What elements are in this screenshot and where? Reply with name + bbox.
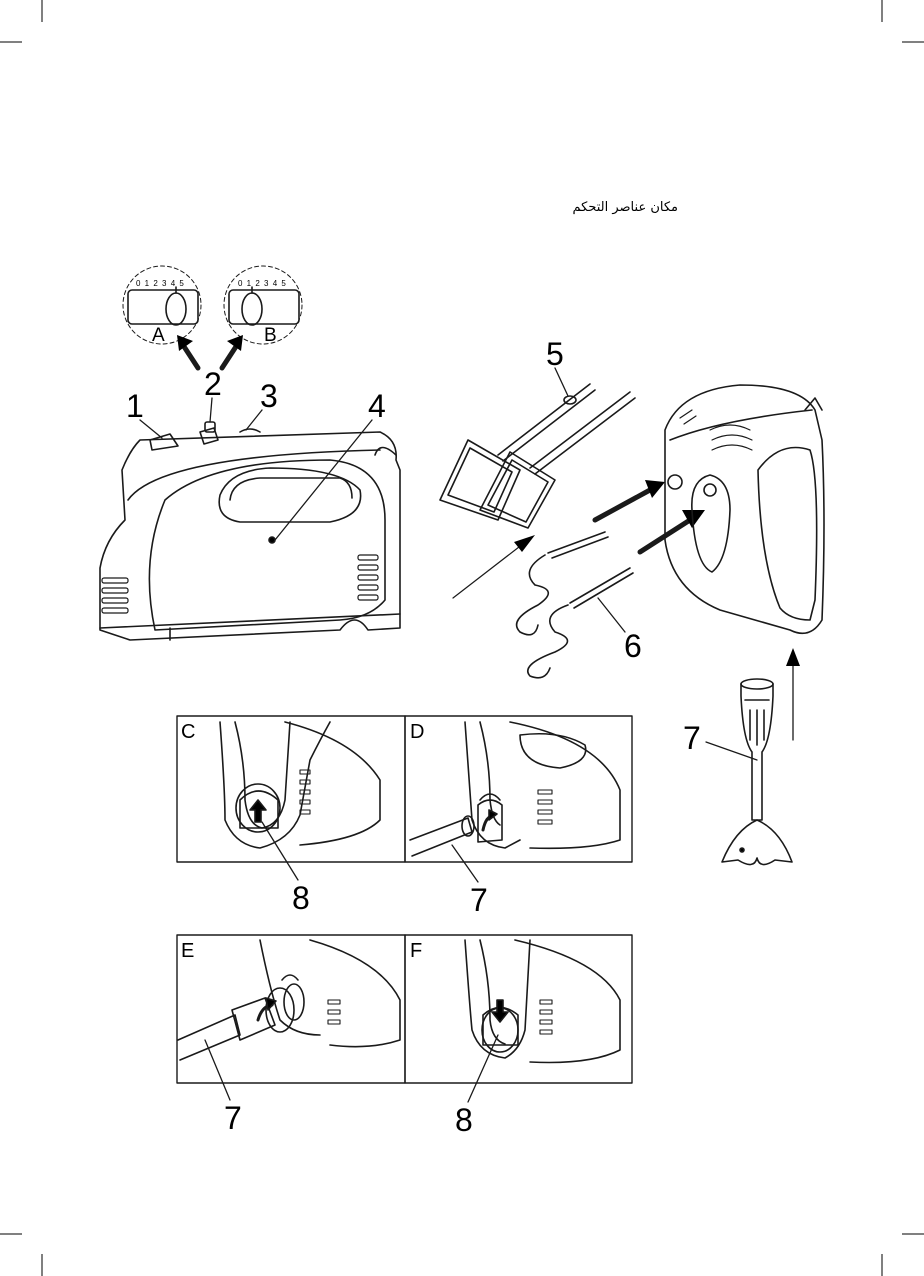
panel-e-art [178,940,400,1100]
callout-5: 5 [546,338,564,370]
dial-b-label: B [264,326,277,345]
callout-7: 7 [683,722,701,754]
panel-d-art [410,722,620,882]
dial-arrows [177,335,243,368]
dial-a-label: A [152,326,165,345]
panel-e-callout: 7 [224,1102,242,1134]
hand-mixer-upright [665,385,824,633]
speed-dial-b [224,266,302,344]
leader-lines [140,368,757,760]
hand-mixer-side [100,422,400,640]
panel-f-art [465,940,620,1102]
dough-hooks [517,532,633,678]
panel-d-label: D [410,722,424,742]
dial-a-scale: 0 1 2 3 4 5 [136,280,185,288]
panel-d-callout: 7 [470,884,488,916]
beaters [440,384,635,528]
panel-c-art [220,722,380,880]
dial-b-scale: 0 1 2 3 4 5 [238,280,287,288]
insert-arrows [595,480,705,552]
callout-3: 3 [260,380,278,412]
panel-e-label: E [181,941,194,961]
panel-frames [177,716,632,1083]
panel-f-label: F [410,941,422,961]
panel-c-callout: 8 [292,882,310,914]
panel-c-label: C [181,722,195,742]
callout-1: 1 [126,390,144,422]
callout-6: 6 [624,630,642,662]
callout-4: 4 [368,390,386,422]
blender-stick [722,679,792,865]
callout-2: 2 [204,368,222,400]
panel-f-callout: 8 [455,1104,473,1136]
